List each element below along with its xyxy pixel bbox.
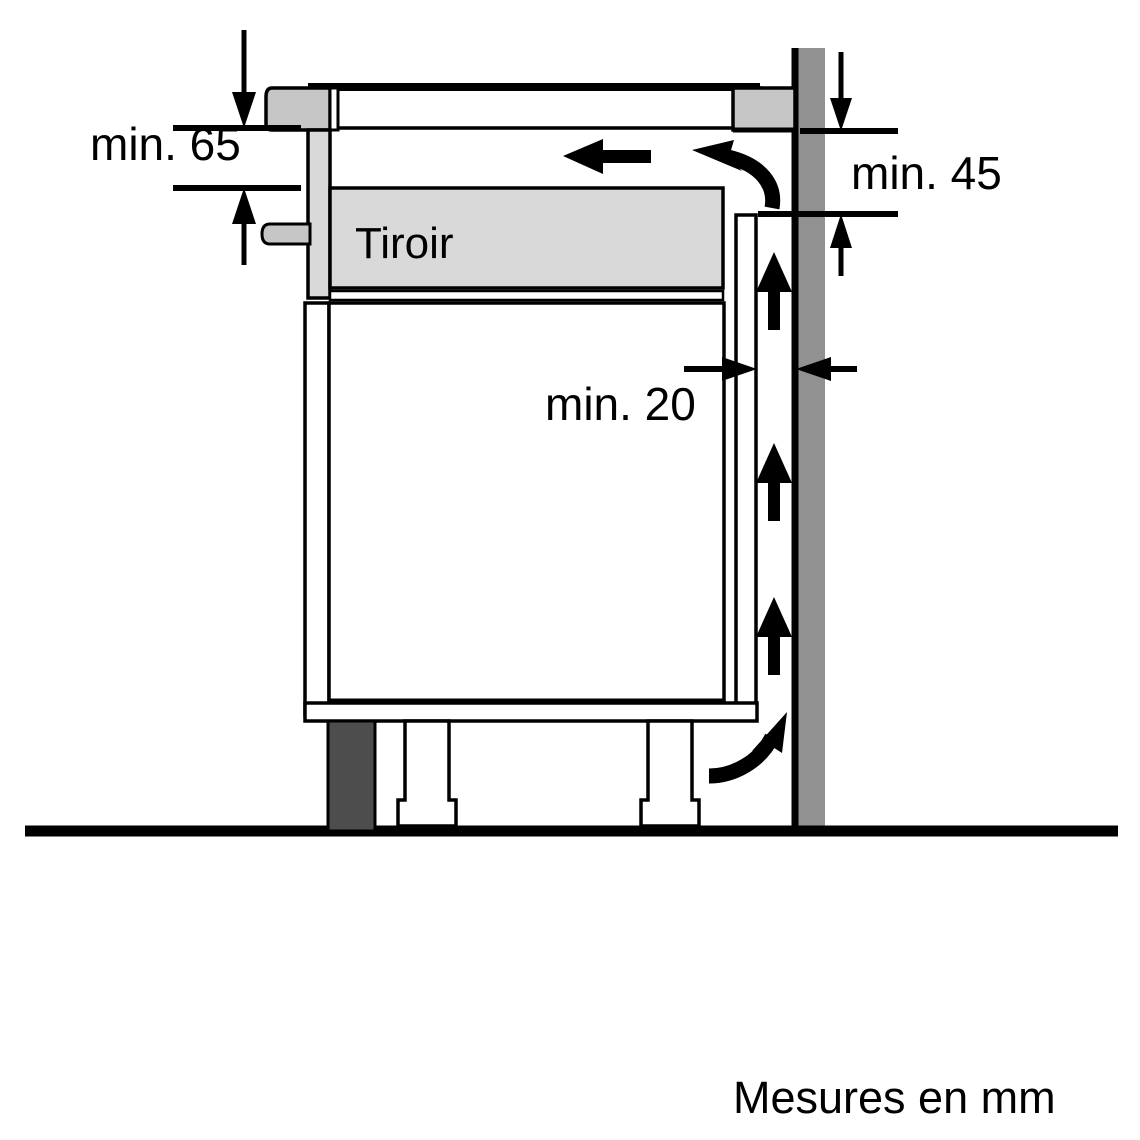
adjustable-legs	[396, 719, 701, 828]
worktop-right-cap	[731, 86, 797, 132]
rear-panel	[303, 213, 759, 723]
cabinet-bottom-rail	[303, 701, 759, 723]
min-65-label: min. 65	[90, 118, 241, 170]
dimension-min-20: min. 20	[545, 357, 857, 430]
drawer-handle	[260, 222, 312, 246]
airflow-curved-arrow-top	[692, 140, 781, 210]
curved-arrow-head	[692, 140, 742, 171]
worktop-left-cap	[264, 86, 332, 132]
left-arrow-glyph	[563, 139, 651, 174]
airflow-left-arrow	[563, 139, 651, 174]
cabinet-left-panel-upper	[306, 128, 332, 300]
cooktop-worktop	[264, 83, 797, 133]
airflow-up-arrow-3	[756, 597, 792, 675]
min-45-arrow-bottom-head	[830, 214, 852, 248]
leg-left	[396, 719, 458, 828]
drawer-label: Tiroir	[355, 219, 454, 268]
min-45-label: min. 45	[851, 147, 1002, 199]
worktop-slab	[308, 86, 762, 130]
airflow-up-arrow-2	[756, 443, 792, 521]
curved-arrow-shaft	[726, 149, 781, 210]
min-65-arrow-top-head	[232, 92, 256, 128]
cabinet-left-panel	[303, 128, 332, 717]
min-20-arrow-left-head	[722, 357, 757, 381]
curved-arrow-shaft	[708, 733, 779, 784]
min-45-arrow-top-head	[830, 98, 852, 131]
up-arrow-glyph	[756, 252, 792, 330]
rear-panel-outline	[734, 213, 758, 717]
drawer-runner	[328, 289, 725, 302]
drawer-assembly: Tiroir	[260, 186, 725, 302]
up-arrow-glyph	[756, 597, 792, 675]
drawer-body	[328, 186, 725, 290]
curved-arrow-head	[752, 712, 787, 753]
units-note: Mesures en mm	[733, 1072, 1056, 1123]
airflow-curved-arrow-bottom	[708, 712, 787, 784]
oven-body	[327, 301, 726, 717]
min-20-label: min. 20	[545, 378, 696, 430]
cabinet-left-panel-lower	[303, 301, 331, 717]
leg-right	[639, 719, 701, 828]
dimension-min-65: min. 65	[90, 30, 301, 265]
dimension-min-45: min. 45	[758, 52, 1002, 276]
worktop-left-seam	[328, 86, 340, 132]
airflow-arrows	[563, 139, 792, 784]
oven-cavity-outline	[327, 301, 726, 717]
wall	[791, 48, 825, 831]
airflow-up-arrow-1	[756, 252, 792, 330]
min-65-arrow-bottom-head	[232, 188, 256, 224]
plinth-block	[326, 719, 377, 833]
min-20-arrow-right-head	[796, 357, 831, 381]
up-arrow-glyph	[756, 443, 792, 521]
